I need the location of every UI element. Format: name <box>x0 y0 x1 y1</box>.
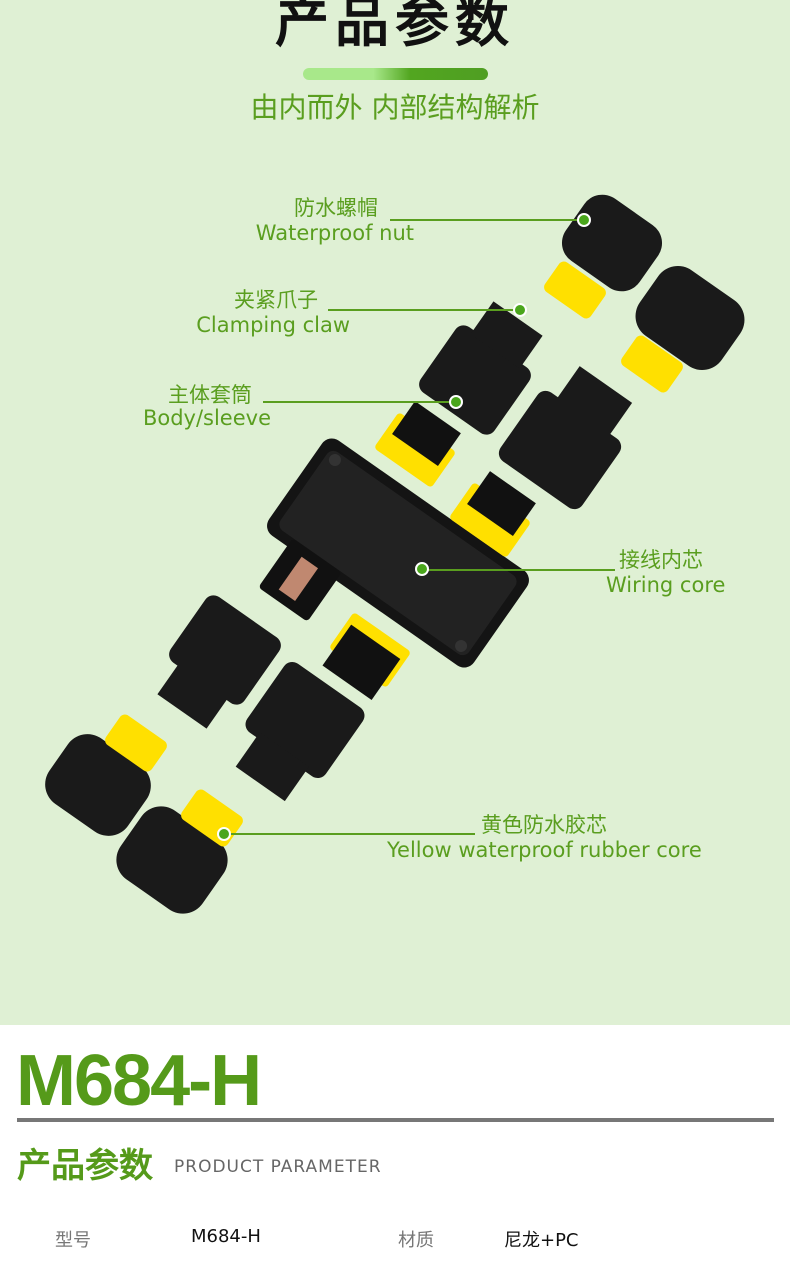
callout-yellow-core-cn: 黄色防水胶芯 <box>481 813 607 837</box>
callout-body-sleeve-en: Body/sleeve <box>142 406 271 430</box>
callout-line <box>263 401 456 403</box>
connector-arms <box>45 194 745 914</box>
spec-label-material: 材质 <box>398 1230 434 1251</box>
hero-section: 产品参数 由内而外 内部结构解析 <box>0 0 790 1025</box>
model-heading: M684-H <box>16 1041 262 1121</box>
callout-clamping-claw-en: Clamping claw <box>196 313 350 337</box>
callout-dot <box>449 395 463 409</box>
callout-waterproof-nut-cn: 防水螺帽 <box>294 196 378 220</box>
callout-dot <box>217 827 231 841</box>
callout-dot <box>415 562 429 576</box>
page-subtitle: 由内而外 内部结构解析 <box>250 91 540 124</box>
spec-label-model: 型号 <box>55 1230 91 1251</box>
callout-dot <box>513 303 527 317</box>
callout-yellow-core-en: Yellow waterproof rubber core <box>387 838 702 862</box>
center-junction-box <box>267 438 529 668</box>
page-title: 产品参数 <box>275 0 515 54</box>
callout-wiring-core-en: Wiring core <box>606 573 726 597</box>
callout-dot <box>577 213 591 227</box>
connector-exploded-diagram <box>45 194 745 914</box>
callout-wiring-core-cn: 接线内芯 <box>619 548 703 572</box>
callout-body-sleeve-cn: 主体套筒 <box>168 383 252 407</box>
section-title-en: PRODUCT PARAMETER <box>174 1157 382 1177</box>
section-title-cn: 产品参数 <box>17 1146 153 1186</box>
callout-waterproof-nut-en: Waterproof nut <box>255 221 414 245</box>
callout-line <box>390 219 585 221</box>
spec-value-material: 尼龙+PC <box>504 1230 579 1251</box>
callout-line <box>423 569 615 571</box>
title-underline-bar <box>303 68 488 80</box>
callout-line <box>328 309 520 311</box>
divider <box>17 1118 774 1122</box>
callout-clamping-claw-cn: 夹紧爪子 <box>234 288 318 312</box>
spec-value-model: M684-H <box>191 1226 261 1247</box>
callout-line <box>225 833 475 835</box>
